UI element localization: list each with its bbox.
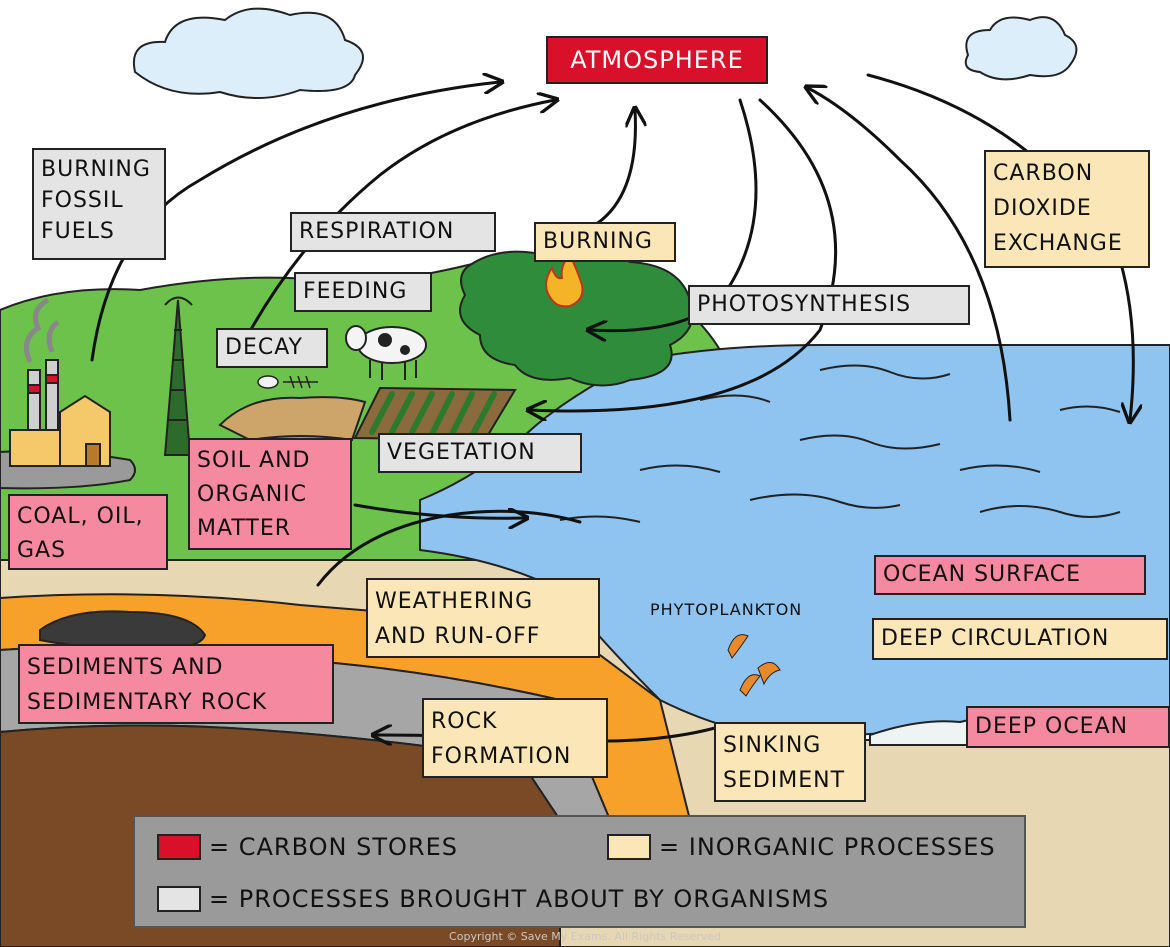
label-sediments-and-sedimentary-rock: SEDIMENTS AND SEDIMENTARY ROCK [18,644,334,724]
swatch-organism-process [157,886,201,912]
label-rock-formation: ROCK FORMATION [422,698,608,778]
arrow-weathering [316,509,582,587]
legend: = CARBON STORES = INORGANIC PROCESSES = … [133,815,1026,928]
label-deep-ocean: DEEP OCEAN [966,706,1170,748]
text-line: FORMATION [431,744,572,769]
phytoplankton-icon [727,634,781,697]
text-line: SINKING [723,733,822,758]
legend-carbon-stores: = CARBON STORES [157,833,458,861]
label-phytoplankton: PHYTOPLANKTON [650,600,803,619]
legend-inorganic-processes: = INORGANIC PROCESSES [607,833,996,861]
legend-carbon-stores-text: = CARBON STORES [209,833,458,861]
factory-icon [0,297,136,490]
arrow-burning [588,110,635,230]
arrow-respiration [243,100,555,342]
dead-mouse-icon [257,375,318,389]
swatch-inorganic-process [607,834,651,860]
text-line: FUELS [41,219,115,244]
arrow-photosynthesis-veg [530,98,838,411]
label-coal-oil-gas: COAL, OIL, GAS [8,494,168,570]
text-line: SEDIMENTS AND [27,655,224,680]
swatch-carbon-store [157,834,201,860]
text-line: SEDIMENTARY ROCK [27,690,268,715]
cloud-right [964,16,1078,81]
text-line: ROCK [431,709,498,734]
label-vegetation: VEGETATION [378,433,582,473]
label-soil-and-organic-matter: SOIL AND ORGANIC MATTER [188,438,352,550]
text-line: GAS [17,538,67,563]
wave-lines [559,364,1121,523]
text-line: SOIL AND [197,448,311,473]
label-deep-circulation: DEEP CIRCULATION [872,618,1168,660]
label-decay: DECAY [216,328,328,368]
arrow-fossil-fuels [90,82,500,362]
label-burning: BURNING [534,222,676,262]
label-feeding: FEEDING [294,272,432,312]
label-photosynthesis: PHOTOSYNTHESIS [688,285,970,325]
label-burning-fossil-fuels: BURNING FOSSIL FUELS [32,148,166,260]
legend-inorganic-processes-text: = INORGANIC PROCESSES [659,833,996,861]
label-carbon-dioxide-exchange: CARBON DIOXIDE EXCHANGE [984,150,1150,268]
soil-field [218,396,367,442]
text-line: ORGANIC [197,482,308,507]
text-line: MATTER [197,516,291,541]
copyright-notice: Copyright © Save My Exams. All Rights Re… [449,930,721,943]
text-line: BURNING [41,157,151,182]
text-line: COAL, OIL, [17,504,144,529]
crop-rows [369,391,497,439]
text-line: WEATHERING [375,589,534,614]
text-line: AND RUN-OFF [375,624,541,649]
text-line: FOSSIL [41,188,124,213]
legend-organism-processes: = PROCESSES BROUGHT ABOUT BY ORGANISMS [157,885,829,913]
label-atmosphere: ATMOSPHERE [546,36,768,84]
text-line: CARBON [993,161,1094,186]
label-weathering-and-run-off: WEATHERING AND RUN-OFF [366,578,600,658]
legend-organism-processes-text: = PROCESSES BROUGHT ABOUT BY ORGANISMS [209,885,830,913]
text-line: DIOXIDE [993,196,1092,221]
label-ocean-surface: OCEAN SURFACE [874,555,1146,595]
label-respiration: RESPIRATION [290,212,496,252]
oil-derrick-icon [163,296,193,456]
arrow-ocean-to-atm [808,88,1012,422]
text-line: EXCHANGE [993,231,1123,256]
cow-icon [345,325,427,380]
label-sinking-sediment: SINKING SEDIMENT [714,722,866,802]
text-line: SEDIMENT [723,768,846,793]
cloud-left [132,7,364,99]
